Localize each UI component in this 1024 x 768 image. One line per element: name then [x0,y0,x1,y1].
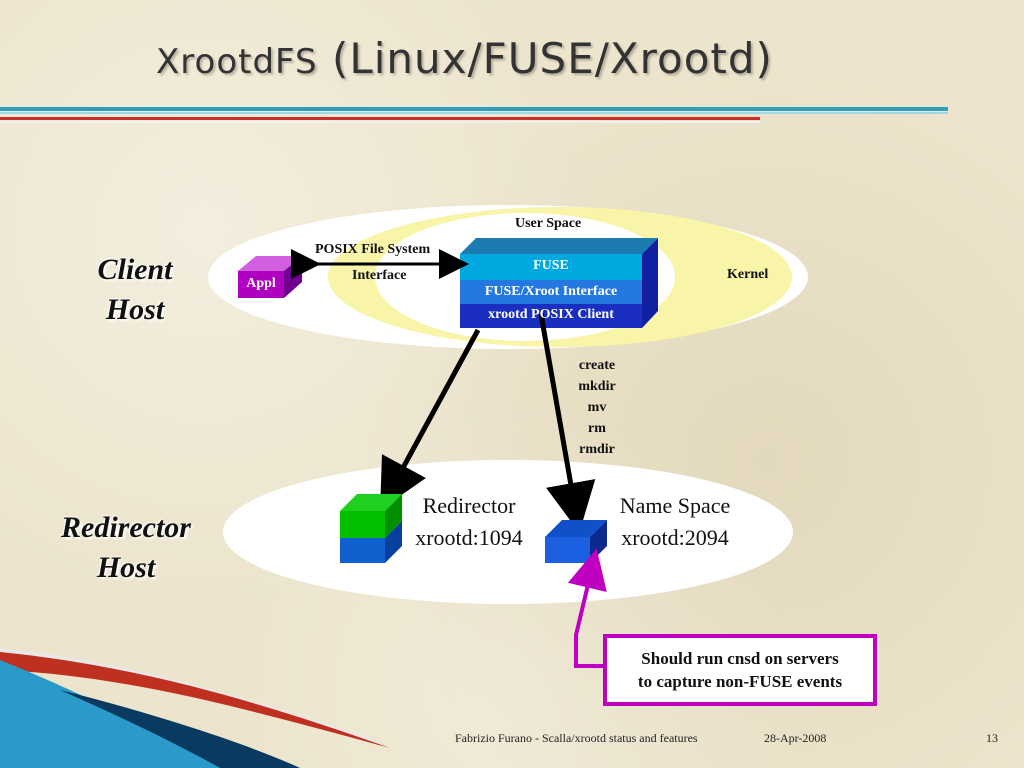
footer-author: Fabrizio Furano - Scalla/xrootd status a… [455,731,698,745]
note-connector-arrow [567,548,607,668]
redirector-label-line1: Redirector [422,493,516,518]
footer-date: 28-Apr-2008 [764,731,827,745]
fuse-layer-label: FUSE [533,258,569,273]
fuse-layer [460,254,642,280]
slide-title: XrootdFS (Linux/FUSE/Xrootd) [156,34,773,83]
arrow-to-name-space [538,313,596,533]
operation-item: mkdir [578,379,616,394]
posix-label-line2: Interface [352,268,407,283]
posix-client-layer [460,304,642,328]
note-line2: to capture non-FUSE events [637,672,843,691]
redirector-host-label: Redirector Host [46,508,206,588]
kernel-label: Kernel [727,267,769,282]
interface-layer-label: FUSE/Xroot Interface [484,284,618,299]
redirector-host-label-line2: Host [96,551,156,584]
underline-blue-bar [0,107,948,111]
name-space-box [545,520,607,563]
client-stack [460,238,658,328]
name-space-label-line1: Name Space [619,493,731,518]
redirector-label: Redirector xrootd:1094 [398,490,540,554]
client-host-label-line2: Host [105,293,165,326]
cnsd-note-box: Should run cnsd on servers to capture no… [603,634,877,706]
appl-label: Appl [246,276,276,291]
posix-client-layer-label: xrootd POSIX Client [488,307,614,322]
redirector-label-line2: xrootd:1094 [415,525,523,550]
underline-white-bar [0,121,760,123]
underline-red-bar [0,117,760,120]
posix-label-line1: POSIX File System [315,242,431,257]
stack-side-face [642,238,658,328]
arrow-to-redirector [380,328,481,510]
page-number: 13 [986,731,998,745]
operation-item: create [578,358,616,373]
redirector-host-label-line1: Redirector [61,511,191,544]
interface-layer [460,280,642,304]
stack-top-face [460,238,658,254]
name-space-label-line2: xrootd:2094 [621,525,729,550]
underline-light-blue-bar [0,112,948,114]
client-host-label-line1: Client [97,253,173,286]
operations-list: create mkdir mv rm rmdir [560,355,634,460]
operation-item: rm [588,421,606,436]
title-underline [0,107,948,123]
operation-item: mv [587,400,607,415]
redirector-box [340,494,402,563]
note-line1: Should run cnsd on servers [641,649,839,668]
user-space-label: User Space [515,216,582,231]
corner-swoosh [0,648,390,768]
operation-item: rmdir [579,442,615,457]
client-host-label: Client Host [72,250,198,330]
name-space-label: Name Space xrootd:2094 [600,490,750,554]
